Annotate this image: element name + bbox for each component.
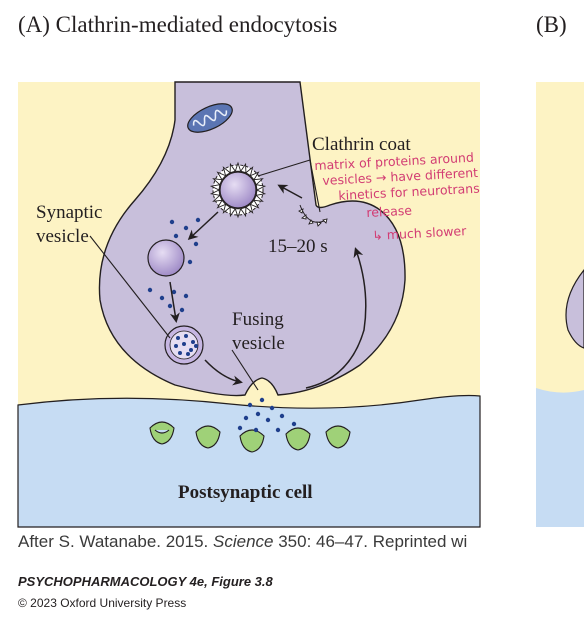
arrow-to-synaptic-vesicle bbox=[187, 211, 219, 241]
clathrin-spike bbox=[253, 178, 264, 186]
label-clathrin-coat: Clathrin coat bbox=[312, 134, 411, 155]
label-time: 15–20 s bbox=[268, 236, 328, 257]
clathrin-spike bbox=[245, 166, 254, 177]
vesicle-transmitter-dot bbox=[174, 344, 178, 348]
panel-a-title: (A) Clathrin-mediated endocytosis bbox=[18, 12, 338, 37]
copyright-notice: © 2023 Oxford University Press bbox=[18, 596, 187, 610]
clathrin-spike bbox=[209, 189, 221, 196]
free-transmitter-dots bbox=[147, 217, 297, 433]
vesicle-transmitter-dot bbox=[182, 342, 186, 346]
clathrin-spike bbox=[209, 184, 221, 191]
vesicle-transmitter-dot bbox=[189, 348, 193, 352]
cycle-arrows bbox=[169, 184, 367, 389]
book-figure-caption: PSYCHOPHARMACOLOGY 4e, Figure 3.8 bbox=[18, 574, 273, 589]
clathrin-spike bbox=[245, 203, 254, 214]
clathrin-spike bbox=[222, 166, 231, 177]
credit-prefix: After S. Watanabe. 2015. bbox=[18, 532, 213, 551]
clathrin-coated-vesicle bbox=[209, 161, 267, 219]
receptor bbox=[285, 427, 311, 451]
arrow-15-20s bbox=[305, 247, 367, 389]
credit-journal: Science bbox=[213, 532, 274, 551]
receptor bbox=[195, 425, 221, 449]
vesicle-transmitter-dot bbox=[191, 340, 195, 344]
label-postsynaptic-cell: Postsynaptic cell bbox=[178, 482, 313, 503]
clathrin-spike bbox=[216, 171, 227, 181]
clathrin-spike bbox=[239, 206, 247, 218]
clathrin-spike bbox=[255, 184, 267, 191]
panel-b-title: (B) bbox=[536, 12, 567, 37]
clathrin-spike bbox=[229, 206, 237, 218]
clathrin-spike bbox=[234, 161, 242, 172]
clathrin-leader-1 bbox=[257, 159, 311, 177]
receptor bbox=[149, 421, 175, 445]
clathrin-spike bbox=[229, 162, 237, 174]
vesicle-transmitter-dot bbox=[194, 344, 198, 348]
clathrin-spike bbox=[253, 194, 264, 202]
clathrin-spike bbox=[222, 203, 231, 214]
clathrin-spike bbox=[234, 208, 242, 219]
receptor bbox=[325, 425, 351, 449]
coated-pit-coat bbox=[298, 208, 328, 227]
arrow-to-fusing-vesicle bbox=[204, 359, 243, 386]
clathrin-spike bbox=[249, 199, 260, 209]
synaptic-vesicle bbox=[147, 239, 185, 277]
credit-suffix: 350: 46–47. Reprinted wi bbox=[273, 532, 468, 551]
vesicle-transmitter-dot bbox=[184, 334, 188, 338]
coated-pit bbox=[299, 204, 325, 223]
clathrin-leader-2 bbox=[309, 159, 321, 213]
postsynaptic-cell bbox=[17, 394, 481, 528]
receptor-group bbox=[149, 421, 351, 453]
clathrin-spike bbox=[212, 194, 223, 202]
label-fusing: Fusing bbox=[232, 309, 284, 330]
annotation-line-4: release bbox=[366, 202, 413, 220]
mitochondrion bbox=[187, 103, 233, 133]
vesicle-transmitter-dot bbox=[178, 351, 182, 355]
clathrin-spike bbox=[249, 171, 260, 181]
panel-b-terminal bbox=[565, 269, 584, 349]
vesicle-transmitter-dot bbox=[176, 336, 180, 340]
leader-lines bbox=[89, 159, 321, 391]
vesicle-transmitter-dot bbox=[186, 352, 190, 356]
diagram-labels: Clathrin coat Synaptic vesicle 15–20 s F… bbox=[36, 134, 411, 503]
figure-credit: After S. Watanabe. 2015. Science 350: 46… bbox=[18, 532, 467, 552]
clathrin-spike bbox=[212, 178, 223, 186]
label-fusing-vesicle: vesicle bbox=[232, 333, 285, 354]
neurotransmitter-dots bbox=[174, 334, 198, 356]
label-vesicle: vesicle bbox=[36, 226, 89, 247]
panel-b-postsynaptic bbox=[536, 388, 584, 527]
clathrin-spike bbox=[255, 189, 267, 196]
receptor bbox=[239, 429, 265, 453]
synaptic-vesicle-leader bbox=[89, 235, 171, 339]
label-synaptic: Synaptic bbox=[36, 202, 103, 223]
clathrin-spike bbox=[239, 162, 247, 174]
arrow-to-coated-vesicle bbox=[277, 184, 303, 199]
clathrin-spike bbox=[216, 199, 227, 209]
fusing-vesicle-leader bbox=[231, 349, 259, 391]
arrow-to-filled-vesicle bbox=[169, 281, 180, 323]
